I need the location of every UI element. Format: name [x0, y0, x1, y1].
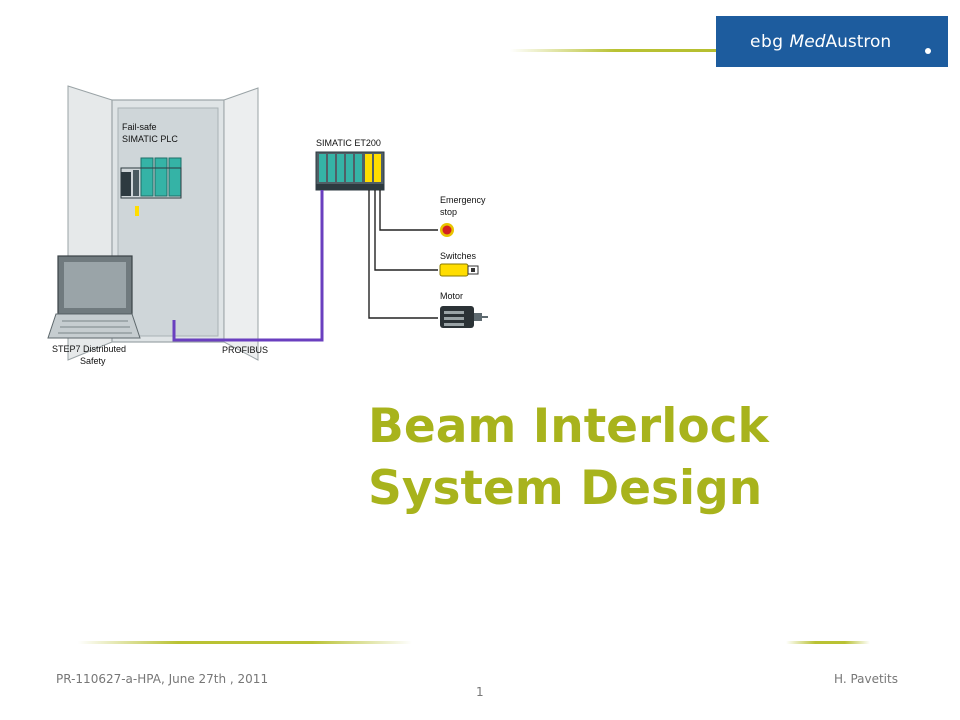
- motor-label: Motor: [440, 291, 463, 301]
- cabinet-right-door: [223, 87, 259, 361]
- estop-label-1: Emergency: [440, 195, 486, 205]
- slide-title: Beam Interlock System Design: [368, 396, 928, 520]
- plc-label-2: SIMATIC PLC: [122, 134, 178, 144]
- laptop-icon: [47, 255, 141, 339]
- logo-dot-icon: [925, 48, 931, 54]
- et200-label: SIMATIC ET200: [316, 138, 381, 148]
- profibus-cable: [172, 190, 324, 342]
- safety-system-diagram: Fail-safe SIMATIC PLC SIMATIC ET200 Emer…: [47, 85, 488, 366]
- pc-label-2: Safety: [80, 356, 106, 366]
- bus-label: PROFIBUS: [222, 345, 268, 355]
- title-line-2: System Design: [368, 461, 763, 516]
- emergency-stop-icon: [440, 223, 454, 237]
- switches-label: Switches: [440, 251, 477, 261]
- footer-accent-line-right: [786, 641, 870, 644]
- logo-med: Med: [789, 31, 826, 52]
- cabinet-inner-panel: [117, 107, 219, 337]
- page-number: 1: [476, 685, 484, 699]
- device-wires: [368, 190, 438, 319]
- plc-label-1: Fail-safe: [122, 122, 157, 132]
- plc-rack: [120, 157, 182, 216]
- motor-icon: [440, 306, 488, 328]
- pc-label-1: STEP7 Distributed: [52, 344, 126, 354]
- et200-module: [315, 151, 385, 191]
- logo-prefix: ebg: [750, 31, 784, 52]
- footer-author: H. Pavetits: [834, 672, 898, 686]
- switch-icon: [439, 263, 479, 277]
- logo-suffix: Austron: [825, 31, 892, 52]
- estop-label-2: stop: [440, 207, 457, 217]
- company-logo: ebg Med Austron: [716, 16, 948, 67]
- footer-accent-line-left: [78, 641, 412, 644]
- footer-reference: PR-110627-a-HPA, June 27th , 2011: [56, 672, 269, 686]
- title-line-1: Beam Interlock: [368, 399, 769, 454]
